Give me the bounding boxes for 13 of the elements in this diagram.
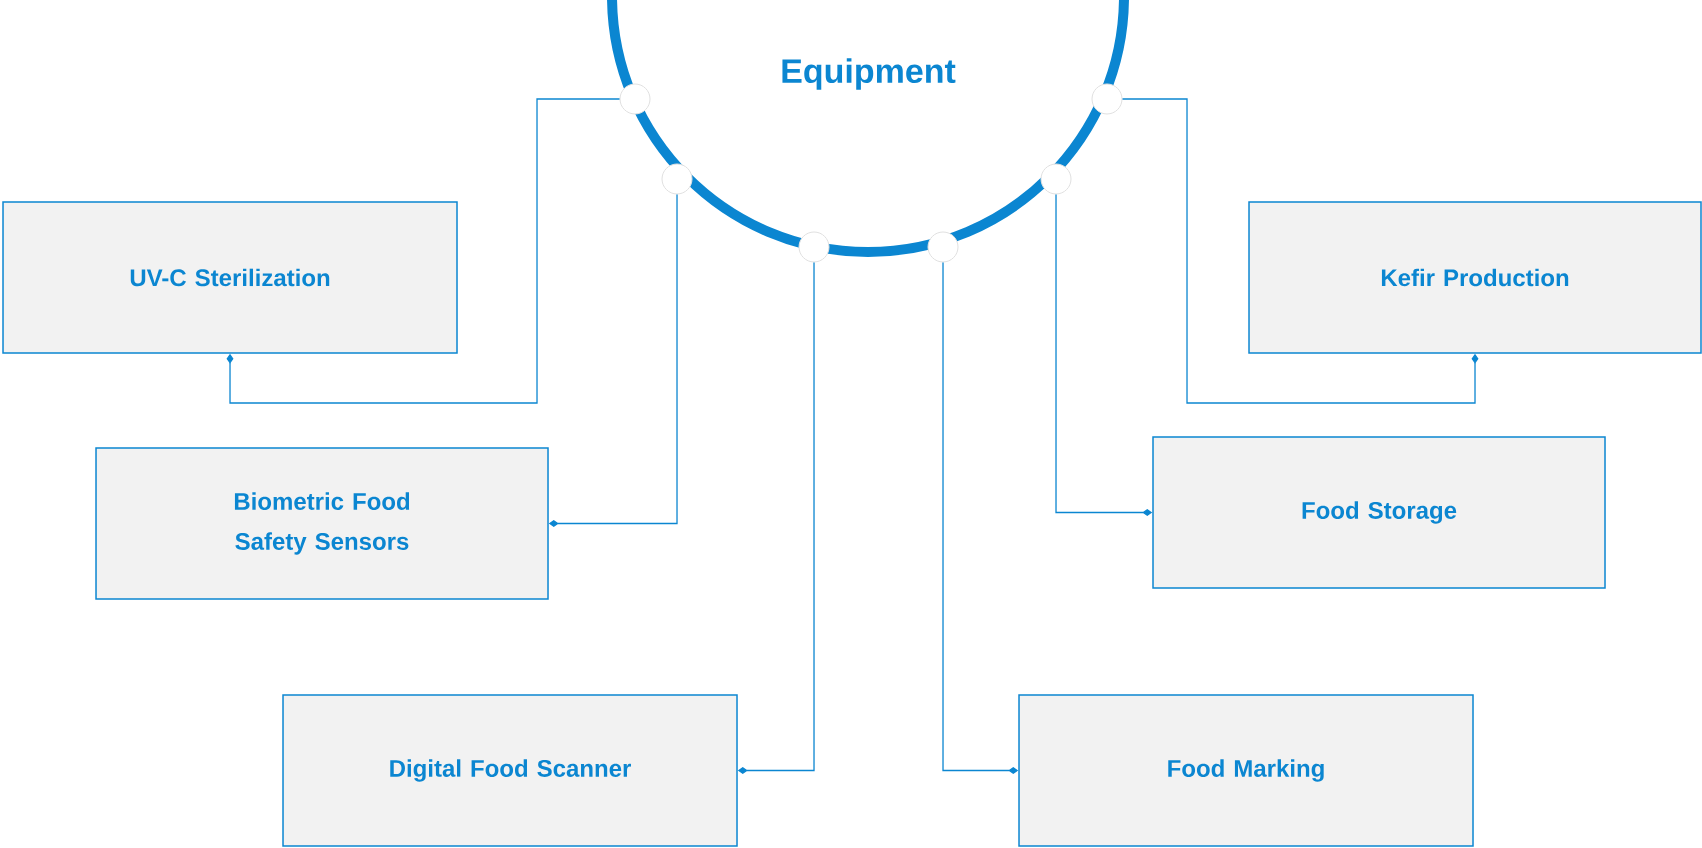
category-box: Food Storage: [1152, 436, 1606, 589]
category-box: Kefir Production: [1248, 201, 1702, 354]
connector-line: [226, 98, 621, 404]
connector-dot: [1040, 163, 1072, 195]
connector-dot: [1091, 83, 1123, 115]
connector-dot: [661, 163, 693, 195]
connector-line: [1121, 98, 1479, 404]
category-box: Digital Food Scanner: [282, 694, 738, 847]
category-box: Biometric Food Safety Sensors: [95, 447, 549, 600]
connector-dot: [927, 231, 959, 263]
category-box: Food Marking: [1018, 694, 1474, 847]
category-box: UV-C Sterilization: [2, 201, 458, 354]
connector-dot: [798, 231, 830, 263]
